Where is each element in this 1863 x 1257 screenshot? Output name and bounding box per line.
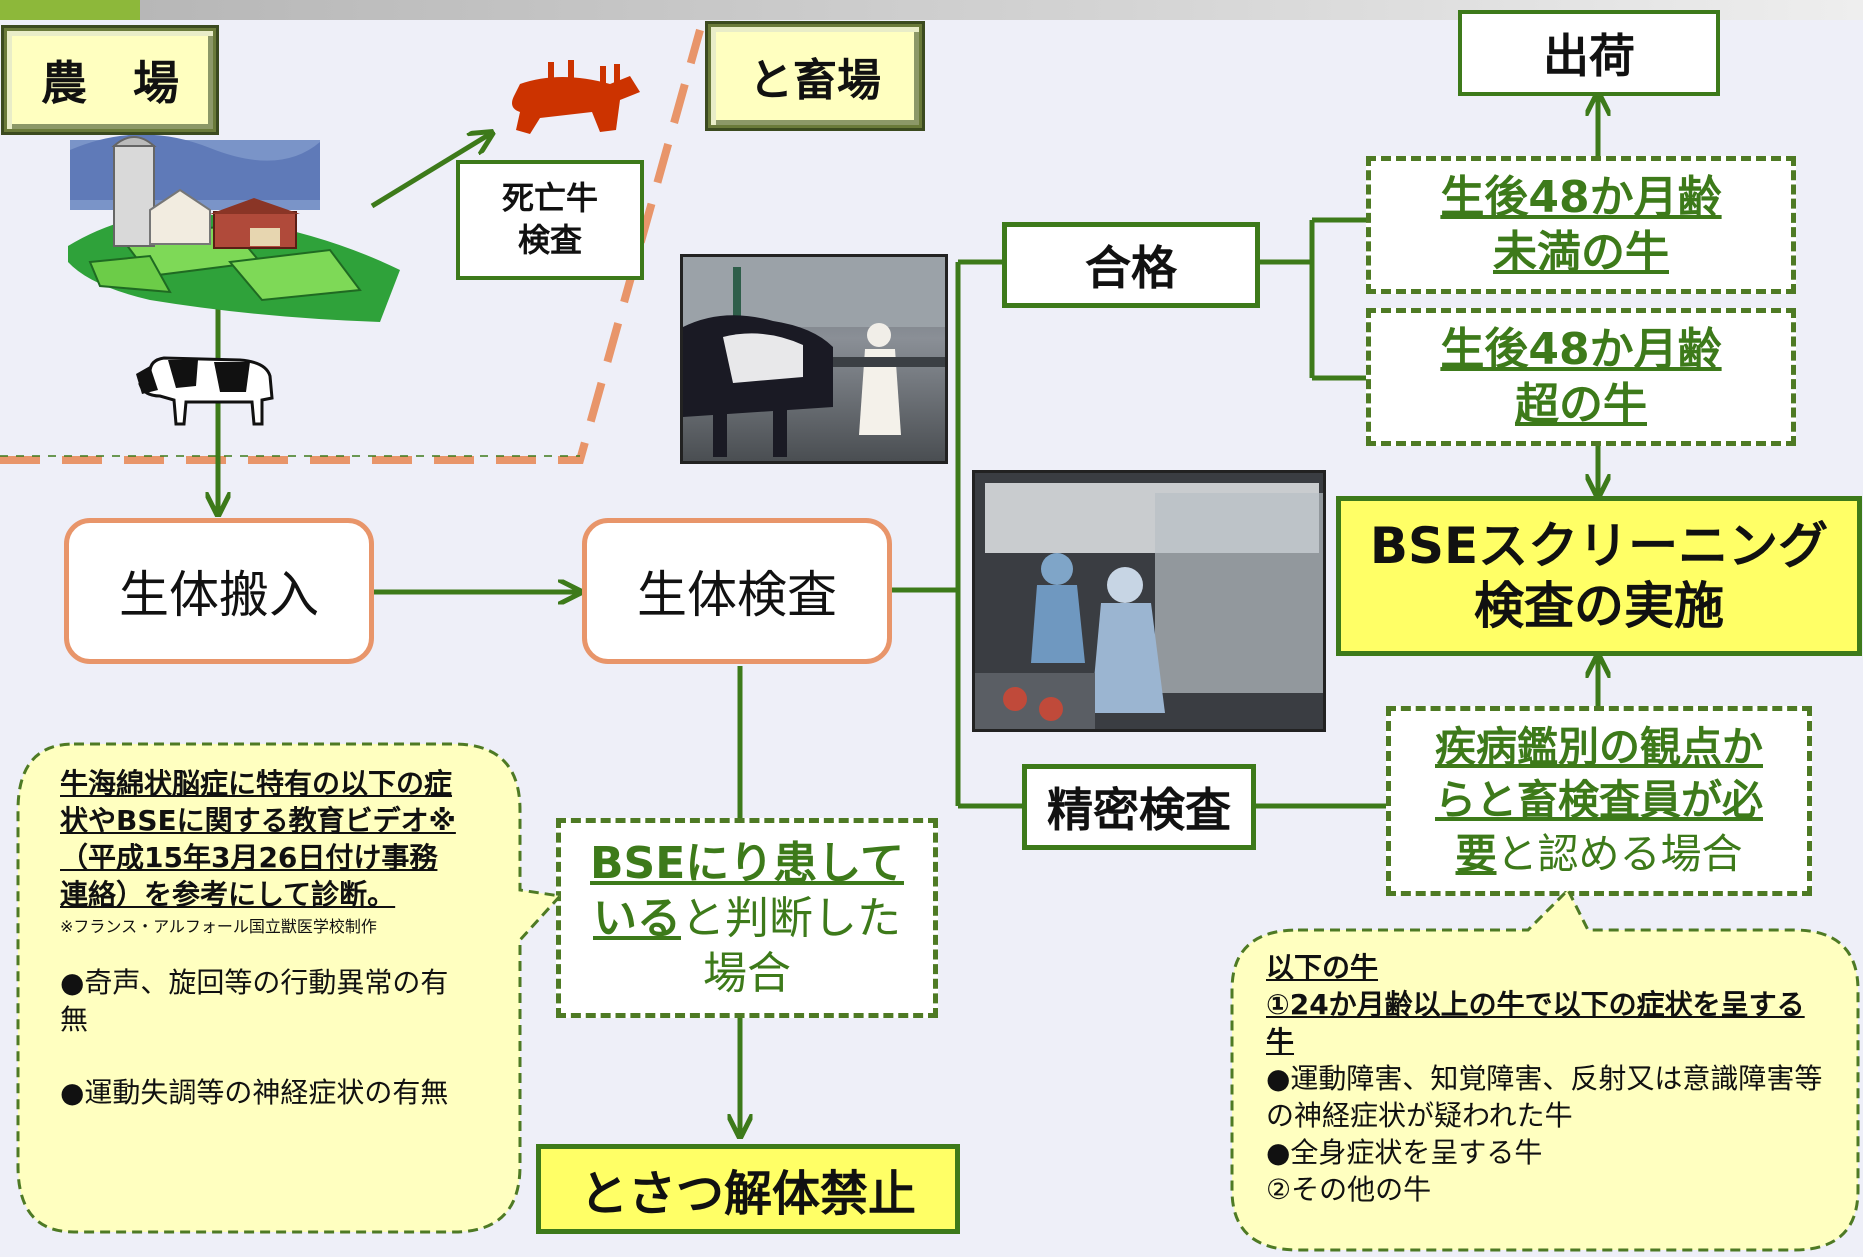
left-note-item2: ●運動失調等の神経症状の有無	[60, 1075, 449, 1109]
left-note-item1: ●奇声、旋回等の行動異常の有無	[60, 965, 449, 1036]
farm-illustration	[68, 134, 400, 322]
left-note: 牛海綿状脳症に特有の以下の症状やBSEに関する教育ビデオ※（平成15年3月26日…	[60, 766, 460, 1220]
bse-judged-box: BSEにり患して いると判断した 場合	[556, 818, 938, 1018]
over48-line1: 生後48か月齢	[1440, 324, 1722, 375]
slaughter-prohibition-box: とさつ解体禁止	[536, 1144, 960, 1234]
under-48-months-box: 生後48か月齢 未満の牛	[1366, 156, 1796, 294]
right-note-subtitle: ①24か月齢以上の牛で以下の症状を呈する牛	[1266, 987, 1805, 1058]
lab-photo-drawing	[975, 473, 1323, 729]
over-48-months-box: 生後48か月齢 超の牛	[1366, 308, 1796, 446]
inspector-line3: 要と認める場合	[1456, 828, 1743, 881]
bse-screening-line1: BSEスクリーニング	[1369, 517, 1829, 575]
bse-judged-line2: いると判断した	[593, 891, 901, 946]
shipping-box: 出荷	[1458, 10, 1720, 96]
inspector-line2: らと畜検査員が必	[1435, 776, 1763, 825]
bse-judged-line1: BSEにり患して	[590, 837, 904, 889]
under48-line1: 生後48か月齢	[1440, 172, 1722, 223]
right-note-bubble-shape	[1230, 887, 1860, 1252]
farm-boundary-line	[0, 28, 704, 464]
right-note-item1: ●運動障害、知覚障害、反射又は意識障害等の神経症状が疑われた牛	[1266, 1061, 1823, 1132]
pass-box: 合格	[1002, 222, 1260, 308]
top-decoration-bar	[0, 0, 1863, 20]
dead-cattle-line1: 死亡牛	[501, 179, 598, 218]
laboratory-photo	[972, 470, 1326, 732]
cattle-photo-drawing	[683, 257, 945, 457]
inspector-judgment-box: 疾病鑑別の観点か らと畜検査員が必 要と認める場合	[1386, 706, 1812, 896]
bse-judged-line2-rest: と判断した	[681, 892, 901, 944]
bse-judged-line3: 場合	[703, 947, 791, 999]
inspector-line3-underlined: 要	[1455, 829, 1497, 878]
dead-cattle-line2: 検査	[517, 221, 582, 259]
left-note-bubble-shape	[16, 742, 563, 1234]
over48-line2: 超の牛	[1515, 379, 1647, 430]
detailed-inspection-box: 精密検査	[1022, 764, 1256, 850]
bse-judged-line2-underlined: いる	[593, 892, 681, 944]
right-note-item2: ●全身症状を呈する牛	[1266, 1135, 1543, 1169]
live-intake-box: 生体搬入	[64, 518, 374, 664]
right-note-title: 以下の牛	[1266, 951, 1379, 984]
dead-cow-illustration	[512, 60, 640, 134]
bse-screening-box: BSEスクリーニング 検査の実施	[1336, 496, 1862, 656]
dead-cattle-inspection-box: 死亡牛 検査	[456, 160, 644, 280]
left-note-bold: 牛海綿状脳症に特有の以下の症状やBSEに関する教育ビデオ※（平成15年3月26日…	[60, 767, 456, 911]
under48-line2: 未満の牛	[1493, 227, 1669, 278]
live-inspection-box: 生体検査	[582, 518, 892, 664]
inspector-line1: 疾病鑑別の観点か	[1435, 723, 1763, 772]
inspector-line3-rest: と認める場合	[1496, 829, 1743, 878]
right-note-item3: ②その他の牛	[1266, 1172, 1432, 1206]
cow-illustration	[136, 356, 274, 426]
farm-label: 農 場	[4, 28, 216, 132]
bse-screening-line2: 検査の実施	[1474, 577, 1724, 635]
right-note: 以下の牛 ①24か月齢以上の牛で以下の症状を呈する牛 ●運動障害、知覚障害、反射…	[1266, 950, 1826, 1240]
inspection-photo-cattle	[680, 254, 948, 464]
slaughterhouse-label: と畜場	[708, 24, 922, 128]
left-note-footnote: ※フランス・アルフォール国立獣医学校制作	[60, 916, 377, 936]
